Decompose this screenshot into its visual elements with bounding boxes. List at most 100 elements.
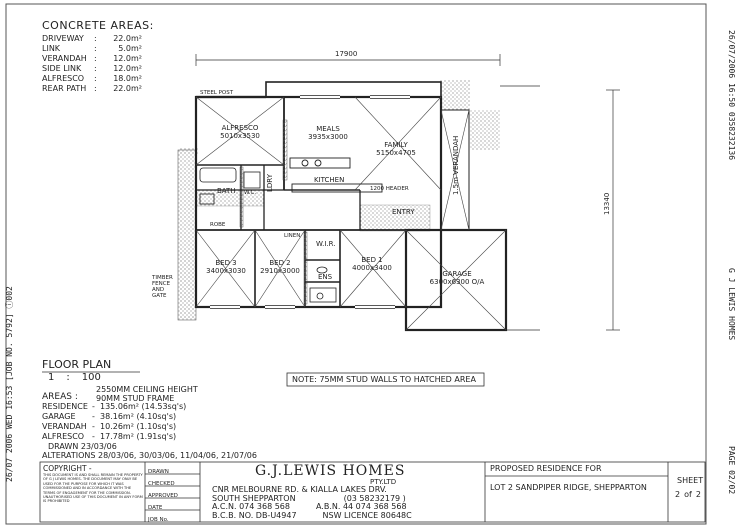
dimension-width: 17900 [335,50,358,58]
fence-note: TIMBER FENCE AND GATE [152,275,173,299]
project-lot: LOT 2 SANDPIPER RIDGE, SHEPPARTON [490,483,647,492]
sheet-frame [5,3,707,525]
address-line-1: CNR MELBOURNE RD. & KIALLA LAKES DRV. [212,485,387,494]
room-linen: LINEN [284,233,301,239]
room-bed3: BED 3 3400x3030 [196,259,256,275]
room-robe: ROBE [210,222,226,228]
ceiling-height: 2550MM CEILING HEIGHT [96,385,198,394]
room-alfresco: ALFRESCO 5010x3530 [210,124,270,140]
concrete-areas-list: DRIVEWAY : 22.0m² LINK : 5.0m² VERANDAH … [42,34,142,94]
area-sep: - [92,422,95,431]
concrete-label: REAR PATH [42,84,87,93]
concrete-sep: : [94,64,97,73]
alterations: ALTERATIONS 28/03/06, 30/03/06, 11/04/06… [42,451,257,460]
room-name: BED 2 [269,259,291,267]
company-details: CNR MELBOURNE RD. & KIALLA LAKES DRV. SO… [212,485,412,521]
address-phone: SOUTH SHEPPARTON (03 58232179 ) [212,493,412,504]
room-name: BED 3 [215,259,237,267]
phone: (03 58232179 ) [343,493,406,503]
area-row: RESIDENCE - 135.06m² (14.53sq's) [42,402,242,412]
area-row: GARAGE - 38.16m² (4.10sq's) [42,412,242,422]
fax-header-company: G J LEWIS HOMES [727,268,736,341]
check-checked: CHECKED [148,481,175,487]
concrete-value: 22.0m² [113,34,142,43]
floor-plan-title: FLOOR PLAN [42,358,112,371]
room-verandah: 1.5m VERANDAH [452,135,460,195]
concrete-sep: : [94,74,97,83]
room-size: 5150x4705 [376,149,416,157]
bcb-licence: B.C.B. NO. DB-U4947 NSW LICENCE 80648C [212,510,412,521]
company-name: G.J.LEWIS HOMES [255,463,406,479]
concrete-sep: : [94,34,97,43]
fax-page: PAGE 02/02 [727,446,736,495]
room-meals: MEALS 3935x3000 [298,125,358,141]
concrete-sep: : [94,54,97,63]
area-sep: - [92,402,95,411]
scale-b: 100 [81,372,101,383]
dimension-lines [195,54,620,331]
room-diagonals [195,96,507,331]
company-pty: PTY.LTD [370,478,397,486]
floor-plan-scale: 1 : 100 [48,372,101,383]
area-label: VERANDAH [42,422,87,431]
sheet-of: of [684,490,692,499]
title-block-grid [39,461,706,523]
room-ens: ENS [318,273,333,281]
check-job-no: JOB No. [148,517,169,523]
concrete-value: 12.0m² [113,54,142,63]
concrete-sep: : [94,44,97,53]
drawn-date: DRAWN 23/03/06 [48,442,117,451]
room-family: FAMILY 5150x4705 [366,141,426,157]
concrete-value: 5.0m² [118,44,142,53]
ceiling-frame-notes: 2550MM CEILING HEIGHT 90MM STUD FRAME [96,385,198,403]
scale-a: 1 [48,372,55,383]
room-bed2: BED 2 2910x3000 [254,259,306,275]
check-approved: APPROVED [148,493,178,499]
area-label: GARAGE [42,412,76,421]
areas-title: AREAS : [42,392,78,402]
concrete-row: DRIVEWAY : 22.0m² [42,34,142,44]
note-box-text: NOTE: 75MM STUD WALLS TO HATCHED AREA [292,375,476,384]
concrete-value: 18.0m² [113,74,142,83]
concrete-areas-title: CONCRETE AREAS: [42,19,154,32]
area-sep: - [92,432,95,441]
room-size: 6300x6300 O/A [429,278,485,286]
room-name: MEALS [316,125,340,133]
areas-list: RESIDENCE - 135.06m² (14.53sq's) GARAGE … [42,402,242,442]
copyright-text: THIS DOCUMENT IS AND SHALL REMAIN THE PR… [43,473,143,504]
header-note: 1200 HEADER [370,186,409,192]
room-name: GARAGE [442,270,472,278]
concrete-label: VERANDAH [42,54,87,63]
acn-abn: A.C.N. 074 368 568 A.B.N. 44 074 368 568 [212,502,412,512]
area-label: ALFRESCO [42,432,85,441]
room-size: 3935x3000 [308,133,348,141]
concrete-row: SIDE LINK : 12.0m² [42,64,142,74]
room-size: 5010x3530 [220,132,260,140]
room-name: BED 1 [361,256,383,264]
copyright-title: COPYRIGHT - [43,464,92,473]
abn: A.B.N. 44 074 368 568 [315,502,407,511]
room-wir: W.I.R. [316,240,336,248]
room-bath: BATH [217,187,236,195]
note-box [286,372,485,387]
hatched-walls [239,119,308,305]
area-label: RESIDENCE [42,402,88,411]
concrete-value: 22.0m² [113,84,142,93]
sheet-num: 2 [675,490,681,499]
sheet-label: SHEET [677,476,704,485]
area-row: VERANDAH - 10.26m² (1.10sq's) [42,422,242,432]
concrete-row: ALFRESCO : 18.0m² [42,74,142,84]
area-value: 17.78m² (1.91sq's) [100,432,177,441]
windows [210,95,410,309]
bcb: B.C.B. NO. DB-U4947 [212,510,297,520]
room-wc: W.C. [244,190,257,196]
steel-post-note: STEEL POST [200,90,234,96]
fax-header-top: 26/07/2006 16:50 0358232136 [727,30,736,161]
stud-frame: 90MM STUD FRAME [96,394,175,403]
acn: A.C.N. 074 368 568 [212,502,290,511]
concrete-sep: : [94,84,97,93]
sheet-total: 2 [695,490,701,499]
concrete-value: 12.0m² [113,64,142,73]
concrete-label: ALFRESCO [42,74,85,83]
